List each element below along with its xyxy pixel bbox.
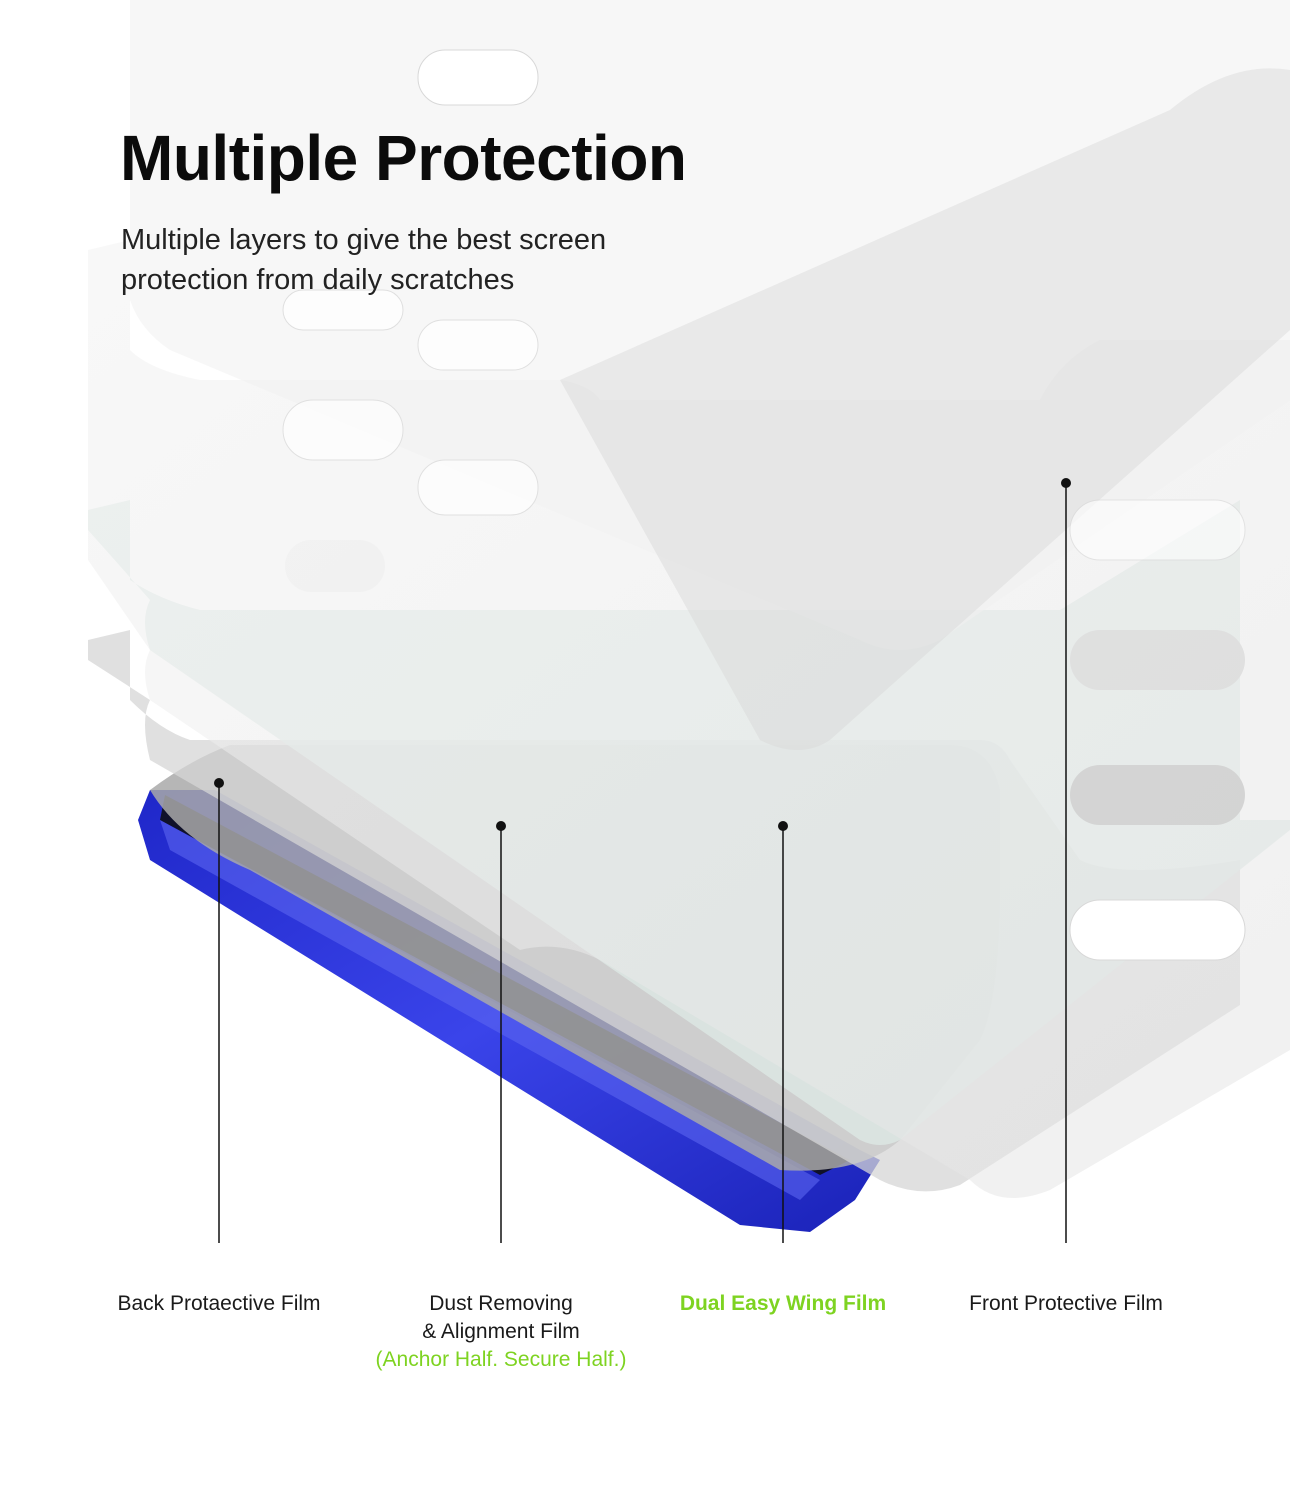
label-back-film-text: Back Protaective Film — [117, 1292, 321, 1315]
label-back-film: Back Protaective Film — [89, 1290, 349, 1318]
subtitle-line-1: Multiple layers to give the best screen — [121, 224, 607, 256]
callout-dots — [214, 478, 1071, 831]
label-dust-film-line1: Dust Removing — [429, 1292, 573, 1315]
callout-lines — [218, 483, 1067, 1243]
page-title: Multiple Protection — [120, 122, 687, 194]
label-front-film: Front Protective Film — [936, 1290, 1196, 1318]
label-wing-film-text: Dual Easy Wing Film — [679, 1292, 887, 1315]
label-dust-film-note: (Anchor Half. Secure Half.) — [375, 1348, 627, 1371]
label-dust-film: Dust Removing & Alignment Film (Anchor H… — [371, 1290, 631, 1374]
label-front-film-text: Front Protective Film — [969, 1292, 1163, 1315]
subtitle-line-2: protection from daily scratches — [121, 264, 515, 296]
page-subtitle: Multiple layers to give the best screen … — [121, 220, 606, 300]
front-film-layer — [88, 0, 1290, 1198]
label-wing-film: Dual Easy Wing Film — [653, 1290, 913, 1318]
label-dust-film-line2: & Alignment Film — [422, 1320, 580, 1343]
